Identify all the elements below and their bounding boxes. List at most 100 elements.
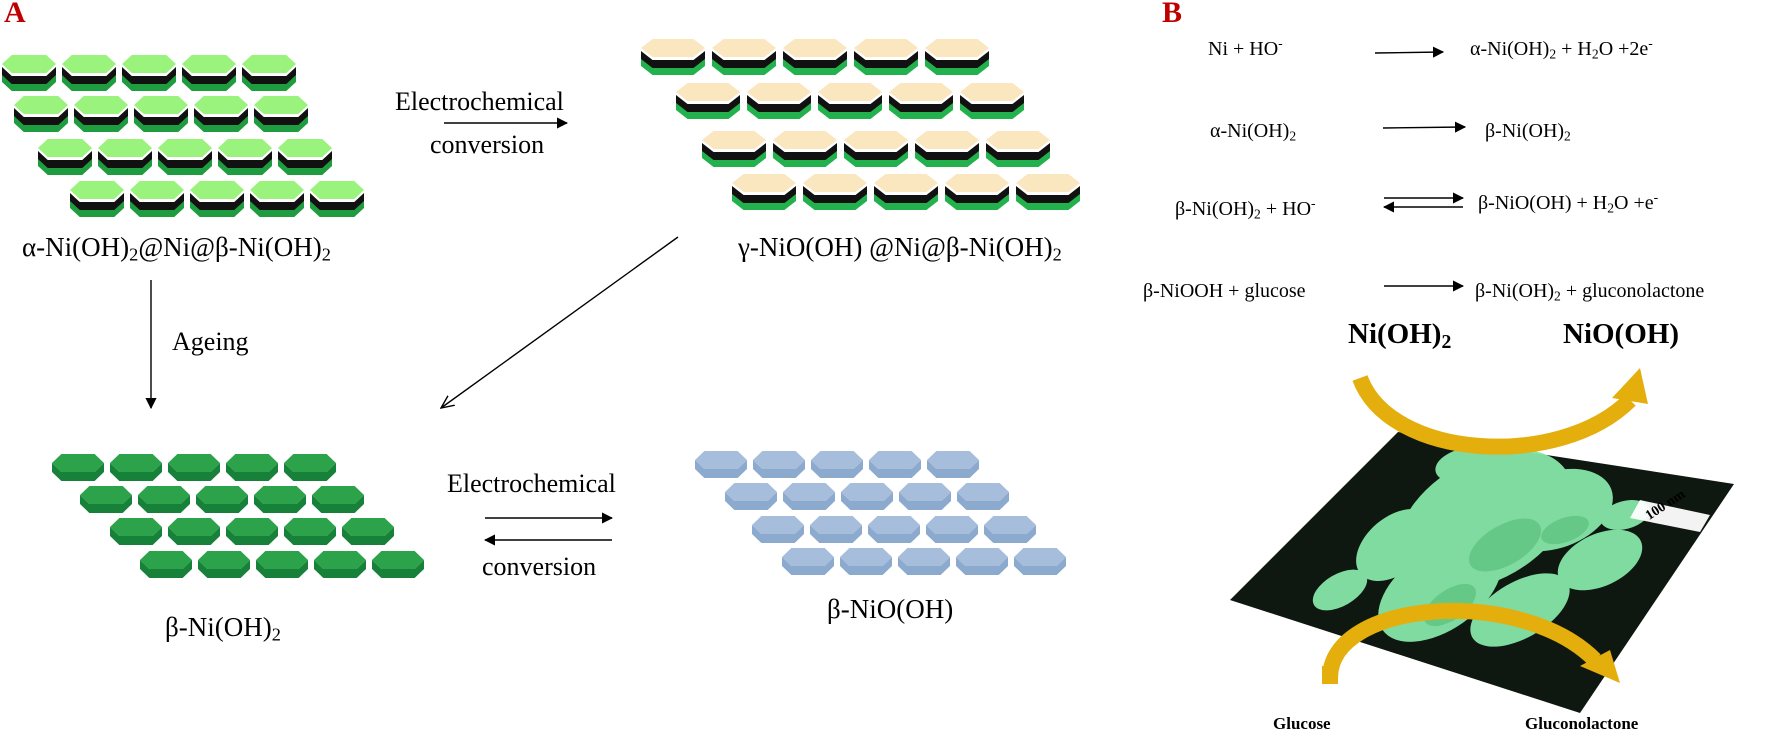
beta-nioh2-platelet — [256, 551, 308, 578]
beta-nioh2-platelet — [80, 486, 132, 513]
gamma-platelet — [676, 83, 740, 119]
beta-niooh-platelet — [957, 483, 1009, 510]
gamma-platelet — [844, 131, 908, 167]
alpha-platelet — [70, 181, 124, 217]
beta-niooh-platelet — [752, 516, 804, 543]
beta-niooh-platelet — [783, 483, 835, 510]
beta-niooh-platelet — [927, 451, 979, 478]
eq2-left: α-Ni(OH)2 — [1210, 120, 1297, 144]
gamma-platelet — [641, 39, 705, 75]
oxidation-curve-arrow — [1352, 374, 1636, 455]
oxidation-arrowhead — [1612, 368, 1648, 404]
beta-niooh-platelet-array — [695, 451, 1066, 575]
beta-nioh2-platelet — [314, 551, 366, 578]
alpha-platelet — [74, 96, 128, 132]
conversion-bottom-line1: Electrochemical — [447, 469, 616, 498]
gamma-platelet — [712, 39, 776, 75]
alpha-platelet — [158, 139, 212, 175]
gamma-platelet — [889, 83, 953, 119]
glucose-curve-arrow — [1322, 602, 1601, 679]
beta-niooh-platelet — [810, 516, 862, 543]
beta-niooh-label: β-NiO(OH) — [827, 594, 954, 624]
beta-niooh-platelet — [782, 548, 834, 575]
eq4-left: β-NiOOH + glucose — [1143, 280, 1306, 302]
beta-nioh2-platelet — [284, 454, 336, 481]
alpha-platelet — [130, 181, 184, 217]
beta-nioh2-label: β-Ni(OH)2 — [165, 612, 281, 645]
beta-niooh-platelet — [841, 483, 893, 510]
panel-label-b: B — [1162, 0, 1183, 29]
glucose-arrowhead — [1580, 650, 1620, 683]
gamma-platelet — [803, 174, 867, 210]
alpha-platelet — [98, 139, 152, 175]
alpha-platelet — [278, 139, 332, 175]
beta-niooh-platelet — [840, 548, 892, 575]
eq2-right: β-Ni(OH)2 — [1485, 120, 1571, 144]
beta-niooh-platelet — [1014, 548, 1066, 575]
beta-niooh-platelet — [695, 451, 747, 478]
beta-niooh-platelet — [956, 548, 1008, 575]
alpha-platelet — [122, 55, 176, 91]
alpha-platelet — [38, 139, 92, 175]
alpha-platelet-array — [2, 55, 364, 217]
gamma-platelet — [747, 83, 811, 119]
gamma-platelet — [1016, 174, 1080, 210]
alpha-platelet — [242, 55, 296, 91]
gamma-platelet — [960, 83, 1024, 119]
alpha-platelet — [2, 55, 56, 91]
beta-nioh2-platelet — [110, 454, 162, 481]
gamma-platelet-array — [641, 39, 1080, 210]
ageing-label: Ageing — [172, 327, 249, 356]
beta-niooh-platelet — [899, 483, 951, 510]
alpha-platelet — [182, 55, 236, 91]
beta-nioh2-platelet — [312, 486, 364, 513]
eq1-left: Ni + HO- — [1208, 35, 1283, 60]
beta-nioh2-platelet — [168, 454, 220, 481]
sem-image — [1230, 432, 1734, 713]
gamma-composite-label: γ-NiO(OH) @Ni@β-Ni(OH)2 — [738, 232, 1062, 265]
beta-nioh2-platelet — [226, 518, 278, 545]
eq4-right: β-Ni(OH)2 + gluconolactone — [1475, 280, 1705, 304]
alpha-platelet — [254, 96, 308, 132]
glucose-label: Glucose — [1273, 714, 1331, 733]
alpha-platelet — [250, 181, 304, 217]
beta-nioh2-platelet-array — [52, 454, 424, 578]
gamma-platelet — [783, 39, 847, 75]
gamma-platelet — [818, 83, 882, 119]
eq3-right: β-NiO(OH) + H2O +e- — [1478, 189, 1659, 216]
beta-nioh2-platelet — [52, 454, 104, 481]
conversion-top-line1: Electrochemical — [395, 87, 564, 116]
beta-niooh-platelet — [898, 548, 950, 575]
beta-niooh-platelet — [753, 451, 805, 478]
beta-niooh-platelet — [984, 516, 1036, 543]
gamma-platelet — [915, 131, 979, 167]
alpha-platelet — [62, 55, 116, 91]
eq1-right: α-Ni(OH)2 + H2O +2e- — [1470, 35, 1653, 62]
beta-niooh-platelet — [869, 451, 921, 478]
gamma-to-beta-arrow — [441, 236, 679, 408]
nio-oh-label: NiO(OH) — [1563, 318, 1679, 350]
beta-nioh2-platelet — [226, 454, 278, 481]
alpha-composite-label: α-Ni(OH)2@Ni@β-Ni(OH)2 — [22, 232, 331, 265]
beta-nioh2-platelet — [138, 486, 190, 513]
beta-nioh2-platelet — [168, 518, 220, 545]
gamma-platelet — [702, 131, 766, 167]
gamma-platelet — [874, 174, 938, 210]
gamma-platelet — [945, 174, 1009, 210]
beta-nioh2-platelet — [372, 551, 424, 578]
beta-nioh2-platelet — [140, 551, 192, 578]
eq2-arrow — [1382, 121, 1467, 133]
conversion-bottom-line2: conversion — [482, 552, 597, 581]
alpha-platelet — [190, 181, 244, 217]
gamma-platelet — [773, 131, 837, 167]
beta-nioh2-platelet — [110, 518, 162, 545]
gamma-platelet — [925, 39, 989, 75]
beta-nioh2-platelet — [254, 486, 306, 513]
beta-nioh2-platelet — [342, 518, 394, 545]
panel-label-a: A — [4, 0, 26, 29]
beta-nioh2-platelet — [198, 551, 250, 578]
alpha-platelet — [134, 96, 188, 132]
eq1-arrow — [1374, 46, 1445, 58]
gluconolactone-label: Gluconolactone — [1525, 714, 1639, 733]
